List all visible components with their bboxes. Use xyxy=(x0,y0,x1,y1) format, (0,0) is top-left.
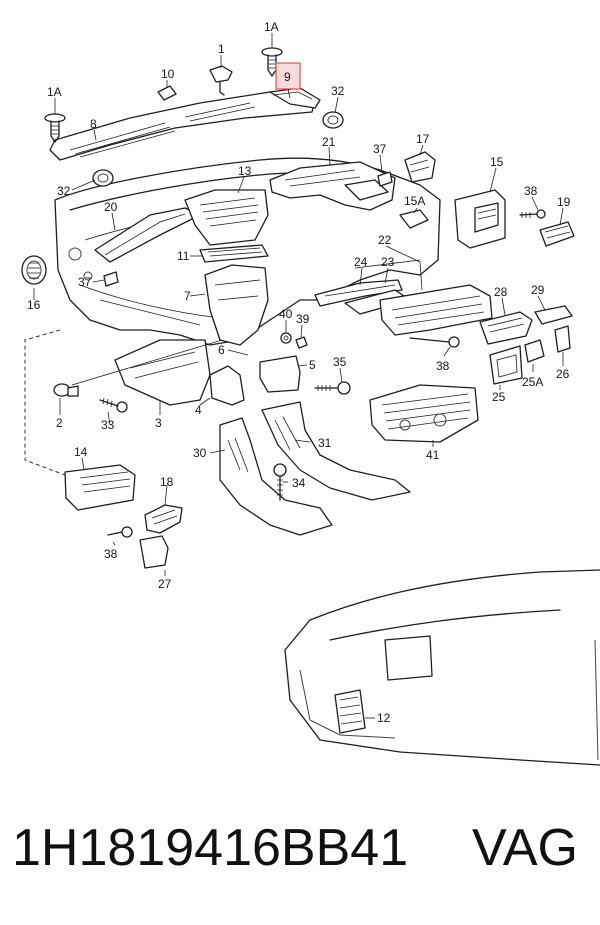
cover-4 xyxy=(209,365,245,406)
label-17: 17 xyxy=(416,132,430,146)
label-7: 7 xyxy=(184,289,191,303)
heater-control-41 xyxy=(369,384,479,443)
label-5: 5 xyxy=(309,358,316,372)
label-33: 33 xyxy=(101,418,115,432)
defroster-strip xyxy=(49,87,321,161)
label-27: 27 xyxy=(158,577,172,591)
highlight-box-9 xyxy=(275,62,301,90)
label-21: 21 xyxy=(322,135,336,149)
vent-housing-14 xyxy=(64,464,136,511)
label-25: 25 xyxy=(492,390,506,404)
label-10: 10 xyxy=(161,67,175,81)
cover-5 xyxy=(259,355,301,393)
floor-duct-30 xyxy=(219,417,333,536)
screw-34 xyxy=(273,463,287,501)
label-28: 28 xyxy=(494,285,508,299)
cover-27 xyxy=(139,535,169,569)
grille-11 xyxy=(199,244,269,263)
nut-32-top xyxy=(322,111,344,129)
label-35: 35 xyxy=(333,355,347,369)
label-14: 14 xyxy=(74,445,88,459)
leader-lines xyxy=(33,33,564,719)
label-31: 31 xyxy=(318,436,332,450)
vent-18 xyxy=(144,504,183,534)
label-20: 20 xyxy=(104,200,118,214)
washer-40-nut-39 xyxy=(280,332,308,349)
cover-26 xyxy=(554,325,571,353)
switch-25A xyxy=(524,339,545,363)
label-2: 2 xyxy=(56,416,63,430)
floor-duct-31 xyxy=(261,401,411,501)
duct-7 xyxy=(204,264,269,346)
vent-29 xyxy=(534,305,573,325)
label-23: 23 xyxy=(381,255,395,269)
label-32-top: 32 xyxy=(331,84,345,98)
leader-line xyxy=(71,339,223,386)
label-12: 12 xyxy=(377,711,391,725)
label-38-bottom: 38 xyxy=(104,547,118,561)
screw-38-bottom xyxy=(107,526,133,538)
label-29: 29 xyxy=(531,283,545,297)
screw-33 xyxy=(99,397,128,413)
center-vent-panel-22 xyxy=(379,284,493,336)
label-24: 24 xyxy=(354,255,368,269)
screw-35 xyxy=(314,381,351,395)
duct-3 xyxy=(114,339,211,406)
nut-32-left xyxy=(92,169,114,187)
vent-28 xyxy=(479,311,533,345)
label-4: 4 xyxy=(195,403,202,417)
switch-25 xyxy=(489,345,523,385)
label-18: 18 xyxy=(160,475,174,489)
label-13: 13 xyxy=(238,164,252,178)
label-15: 15 xyxy=(490,155,504,169)
label-19: 19 xyxy=(557,195,571,209)
label-11: 11 xyxy=(177,249,190,263)
vent-16 xyxy=(21,255,47,285)
bracket-15A xyxy=(399,209,429,229)
exploded-parts-diagram: 1A 1 10 9 32 1A 8 32 21 37 17 15 13 15A … xyxy=(21,20,600,766)
clip-2 xyxy=(53,383,79,397)
label-37-top: 37 xyxy=(373,142,387,156)
label-26: 26 xyxy=(556,367,570,381)
part-number-text: 1H1819416BB41 xyxy=(12,819,409,877)
air-duct-13 xyxy=(184,189,269,246)
label-25A: 25A xyxy=(522,375,543,389)
label-3: 3 xyxy=(155,416,162,430)
screw-38-right xyxy=(519,209,546,219)
vent-17 xyxy=(404,151,436,183)
label-40: 40 xyxy=(279,307,293,321)
label-39: 39 xyxy=(296,312,310,326)
vent-19 xyxy=(539,221,575,247)
clip-10 xyxy=(157,85,177,101)
label-9: 9 xyxy=(284,70,291,84)
clip-37-left xyxy=(103,271,119,287)
trim-15 xyxy=(454,189,506,249)
label-34: 34 xyxy=(292,476,306,490)
clip-37-top xyxy=(377,171,393,187)
label-38-mid: 38 xyxy=(436,359,450,373)
label-8: 8 xyxy=(90,117,97,131)
brand-text: VAG xyxy=(472,819,578,877)
label-1A-top: 1A xyxy=(264,20,279,34)
label-1A-left: 1A xyxy=(47,85,62,99)
label-6: 6 xyxy=(218,343,225,357)
label-15A: 15A xyxy=(404,194,425,208)
reference-line xyxy=(24,329,66,476)
label-16: 16 xyxy=(27,298,41,312)
clip-1 xyxy=(209,65,233,96)
car-rear-outline xyxy=(284,569,600,766)
label-41: 41 xyxy=(426,448,440,462)
label-32-left: 32 xyxy=(57,184,71,198)
label-38-right: 38 xyxy=(524,184,538,198)
screw-38-mid xyxy=(409,336,460,348)
label-30: 30 xyxy=(193,446,207,460)
label-22: 22 xyxy=(378,233,392,247)
label-37-left: 37 xyxy=(78,275,92,289)
part-labels: 1A 1 10 9 32 1A 8 32 21 37 17 15 13 15A … xyxy=(27,20,571,725)
air-duct-21 xyxy=(269,161,396,211)
label-1: 1 xyxy=(218,42,225,56)
